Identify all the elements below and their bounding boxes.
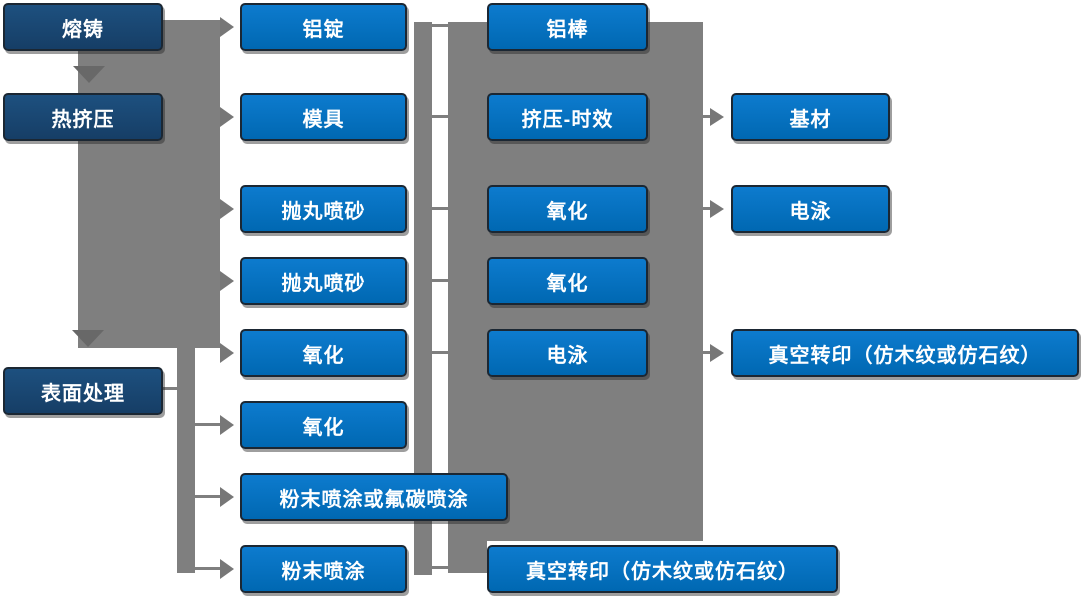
process-box-label: 挤压-时效 [521, 108, 614, 131]
process-box-label: 电泳 [546, 344, 589, 367]
process-box-oxidation-3: 氧化 [487, 185, 648, 233]
process-box-label: 氧化 [546, 272, 589, 295]
left-shaft-row8 [195, 567, 223, 570]
center-block-foot [448, 541, 487, 573]
cross-row4 [430, 279, 448, 282]
process-box-melt-casting: 熔铸 [3, 3, 163, 51]
process-box-label: 真空转印（仿木纹或仿石纹） [768, 344, 1042, 367]
cross-row5 [430, 351, 448, 354]
process-box-shot-blasting-1: 抛丸喷砂 [240, 185, 407, 233]
process-box-label: 氧化 [546, 200, 589, 223]
process-box-label: 电泳 [789, 200, 832, 223]
process-box-vacuum-transfer-right: 真空转印（仿木纹或仿石纹） [731, 329, 1079, 377]
process-box-label: 热挤压 [51, 108, 115, 131]
process-box-label: 表面处理 [41, 382, 125, 405]
arrow-to-surface-treatment-icon [72, 330, 104, 347]
arrow-to-shot-blasting-2-icon [220, 271, 234, 291]
process-box-oxidation-1: 氧化 [240, 329, 407, 377]
process-box-electrophoresis-2: 电泳 [731, 185, 890, 233]
arrow-to-mold-icon [220, 107, 234, 127]
arrow-to-aluminum-ingot-icon [220, 17, 234, 37]
process-box-oxidation-2: 氧化 [240, 401, 407, 449]
process-box-label: 抛丸喷砂 [281, 200, 366, 223]
process-box-surface-treatment: 表面处理 [3, 367, 163, 415]
process-box-label: 模具 [302, 108, 345, 131]
process-box-label: 铝锭 [302, 18, 345, 41]
arrow-to-hot-extrusion-icon [73, 66, 105, 83]
arrow-to-electrophoresis-2-icon [710, 200, 724, 218]
process-box-base-material: 基材 [731, 93, 890, 141]
process-box-label: 熔铸 [62, 18, 104, 41]
process-box-shot-blasting-2: 抛丸喷砂 [240, 257, 407, 305]
process-box-aluminum-rod: 铝棒 [487, 3, 648, 51]
arrow-to-powder-or-fluorocarbon-icon [220, 487, 234, 507]
surface-treatment-link [163, 387, 177, 390]
cross-row8 [430, 566, 448, 569]
process-box-label: 抛丸喷砂 [281, 272, 366, 295]
cross-row1 [430, 24, 448, 27]
right-shaft-row2 [700, 115, 712, 118]
process-box-label: 氧化 [302, 344, 345, 367]
process-box-aluminum-ingot: 铝锭 [240, 3, 407, 51]
process-box-hot-extrusion: 热挤压 [3, 93, 163, 141]
mid-collector-bar [414, 22, 432, 575]
arrow-to-oxidation-1-icon [220, 343, 234, 363]
process-box-label: 粉末喷涂 [281, 560, 366, 583]
arrow-to-vacuum-transfer-right-icon [710, 344, 724, 362]
process-box-label: 铝棒 [546, 18, 589, 41]
arrow-to-shot-blasting-1-icon [220, 199, 234, 219]
process-box-label: 真空转印（仿木纹或仿石纹） [526, 560, 799, 583]
process-box-powder-or-fluorocarbon: 粉末喷涂或氟碳喷涂 [240, 473, 508, 521]
right-shaft-row3 [700, 207, 712, 210]
left-shaft-row7 [195, 495, 223, 498]
cross-row3 [430, 207, 448, 210]
process-box-label: 基材 [789, 108, 832, 131]
process-box-label: 粉末喷涂或氟碳喷涂 [279, 488, 469, 511]
process-box-vacuum-transfer-bottom: 真空转印（仿木纹或仿石纹） [487, 545, 838, 593]
arrow-to-base-material-icon [710, 108, 724, 126]
arrow-to-oxidation-2-icon [220, 415, 234, 435]
arrow-to-powder-coating-icon [220, 559, 234, 579]
process-box-electrophoresis-1: 电泳 [487, 329, 648, 377]
process-box-extrusion-aging: 挤压-时效 [487, 93, 648, 141]
left-shaft-row6 [195, 423, 223, 426]
right-shaft-row5 [700, 351, 712, 354]
left-narrow-band [177, 347, 195, 573]
process-box-powder-coating: 粉末喷涂 [240, 545, 407, 593]
process-box-oxidation-4: 氧化 [487, 257, 648, 305]
process-box-mold: 模具 [240, 93, 407, 141]
cross-row2 [430, 115, 448, 118]
process-box-label: 氧化 [302, 416, 345, 439]
